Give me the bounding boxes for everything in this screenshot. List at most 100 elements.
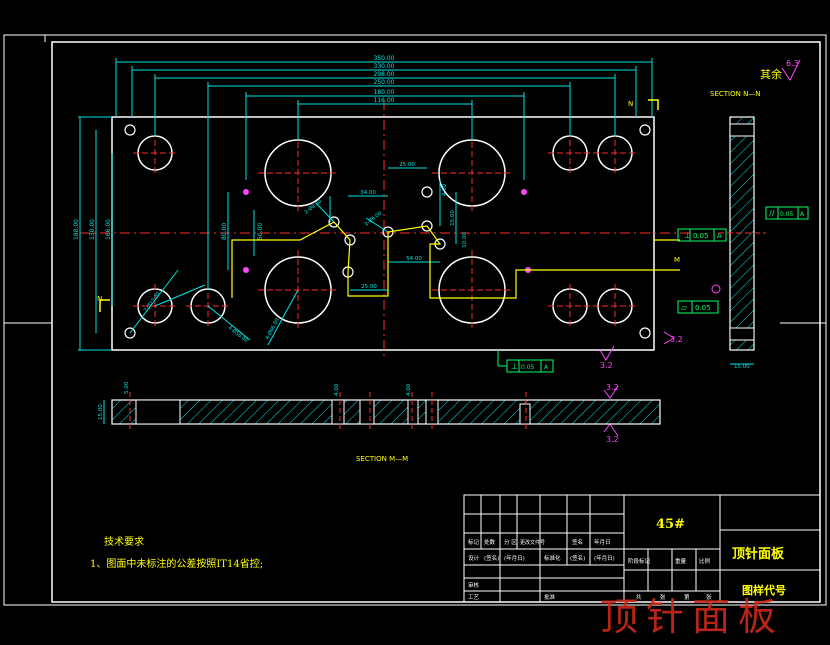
svg-text:⊥: ⊥ <box>684 231 691 240</box>
svg-text:更改文件号: 更改文件号 <box>520 539 545 546</box>
roughness-symbol-2: 3.2 <box>663 331 683 345</box>
svg-text:4.00: 4.00 <box>406 383 412 396</box>
svg-text:A: A <box>544 364 549 371</box>
svg-text:签名: 签名 <box>572 538 583 546</box>
section-mm-title: SECTION M—M <box>356 455 408 463</box>
svg-text:年月日: 年月日 <box>594 538 611 546</box>
dim-80: 80.00 <box>221 223 228 240</box>
svg-text:重量: 重量 <box>675 557 687 565</box>
mark-n-top: N <box>628 100 633 108</box>
section-path <box>231 221 680 299</box>
section-mm-view: 15.00 5.00 4.00 4.00 <box>98 381 661 432</box>
dim-250: 250.00 <box>374 79 395 86</box>
top-dimensions <box>115 58 653 290</box>
dim-116: 116.00 <box>374 97 395 104</box>
roughness-symbol-1: 3.2 <box>599 345 615 370</box>
svg-text:(年月日): (年月日) <box>504 554 525 562</box>
svg-text:⊥: ⊥ <box>511 362 518 371</box>
leaders <box>129 202 389 346</box>
svg-text:A: A <box>800 211 805 218</box>
pin-marks <box>243 189 531 273</box>
dim-15: 15.00 <box>450 210 456 226</box>
mark-n-bottom: N <box>97 295 102 303</box>
dim-166: 166.00 <box>105 219 112 240</box>
svg-text:5.00: 5.00 <box>124 381 130 394</box>
svg-text:标记: 标记 <box>468 538 480 546</box>
dim-130: 130.00 <box>89 219 96 240</box>
watermark-text: 顶针面板 <box>600 595 784 639</box>
roughness-general: 其余 6.3 <box>760 59 801 81</box>
svg-text:15.00: 15.00 <box>98 404 104 420</box>
notes-title: 技术要求 <box>104 535 144 548</box>
svg-text:3.2: 3.2 <box>606 383 619 392</box>
tolerance-frame-2: ▱ 0.05 <box>677 300 719 314</box>
part-name: 顶针面板 <box>732 546 785 562</box>
svg-text:3.2: 3.2 <box>600 361 613 370</box>
svg-text:▱: ▱ <box>681 303 688 312</box>
dim-180: 180.00 <box>374 89 395 96</box>
side-view: 15.00 <box>718 116 766 370</box>
svg-text:其余: 其余 <box>760 67 782 81</box>
svg-text:15.00: 15.00 <box>734 364 750 370</box>
diagonal-dimension-texts: 2-Ø23.00 4-Ø56.00 4-Ø66.00 2-Ø8.00 2-Ø6.… <box>142 198 383 344</box>
svg-text:标准化: 标准化 <box>544 554 561 562</box>
dim-54: 54.00 <box>406 256 422 262</box>
svg-text:张: 张 <box>660 593 666 601</box>
dim-350: 350.00 <box>374 55 395 62</box>
svg-text:4.00: 4.00 <box>334 383 340 396</box>
roughness-symbol-4: 3.2 <box>603 423 619 444</box>
material-label: 45# <box>656 517 685 532</box>
dim-50: 50.00 <box>257 223 264 240</box>
section-nn-title: SECTION N—N <box>710 90 761 98</box>
svg-text:阶段标记: 阶段标记 <box>628 557 651 565</box>
svg-text:共: 共 <box>636 593 642 601</box>
svg-text:(签名): (签名) <box>570 554 585 562</box>
tolerance-frame-3: // 0.05 A <box>765 206 809 220</box>
dim-4: 4.00 <box>442 183 448 196</box>
mark-m: M <box>674 256 680 264</box>
dim-34: 34.00 <box>360 190 376 196</box>
dim-10: 10.00 <box>462 232 468 248</box>
svg-text:分 区: 分 区 <box>504 538 517 546</box>
dim-25b: 25.00 <box>361 284 377 290</box>
dim-188: 188.00 <box>73 219 80 240</box>
svg-text:审核: 审核 <box>468 581 480 589</box>
datum-circle <box>711 284 721 294</box>
top-dimension-texts: 350.00 330.00 298.00 250.00 180.00 116.0… <box>374 55 395 104</box>
svg-text:0.05: 0.05 <box>521 364 535 371</box>
svg-text:张: 张 <box>706 593 712 601</box>
outer-border <box>3 34 827 606</box>
svg-text:0.05: 0.05 <box>780 211 794 218</box>
svg-text:A: A <box>717 232 722 240</box>
dim-25a: 25.00 <box>399 162 415 168</box>
tolerance-frame-4: ⊥ 0.05 A <box>497 350 554 373</box>
svg-text:6.3: 6.3 <box>786 59 799 68</box>
svg-text:批准: 批准 <box>544 593 556 601</box>
svg-text:第: 第 <box>684 593 690 601</box>
dim-330: 330.00 <box>374 63 395 70</box>
drawing-number-label: 图样代号 <box>742 583 786 597</box>
svg-text:(年月日): (年月日) <box>594 554 615 562</box>
svg-text:0.05: 0.05 <box>695 304 711 312</box>
title-block <box>463 494 821 603</box>
middle-dimensions <box>329 167 457 291</box>
svg-text:处数: 处数 <box>484 538 496 546</box>
dim-56: 4-Ø56.00 <box>227 324 250 344</box>
svg-text:3.2: 3.2 <box>606 435 619 444</box>
left-dimensions <box>78 116 255 351</box>
tolerance-frame-1: ⊥ 0.05 A <box>677 228 727 242</box>
svg-text:比例: 比例 <box>699 557 711 565</box>
svg-text://: // <box>769 209 775 218</box>
middle-dimension-texts: 25.00 34.00 54.00 25.00 4.00 15.00 10.00 <box>360 162 468 290</box>
notes-item-1: 1、图面中未标注的公差按照IT14省控; <box>90 557 263 570</box>
svg-text:0.05: 0.05 <box>693 232 709 240</box>
roughness-symbol-3: 3.2 <box>603 383 619 399</box>
svg-text:工艺: 工艺 <box>468 594 480 601</box>
dim-23: 2-Ø23.00 <box>142 291 162 314</box>
dim-6: 2-Ø6.00 <box>363 210 383 228</box>
inner-border <box>51 41 821 603</box>
svg-text:设计: 设计 <box>468 554 480 562</box>
svg-text:3.2: 3.2 <box>670 335 683 344</box>
left-dimension-texts: 188.00 130.00 166.00 80.00 50.00 <box>73 219 264 240</box>
